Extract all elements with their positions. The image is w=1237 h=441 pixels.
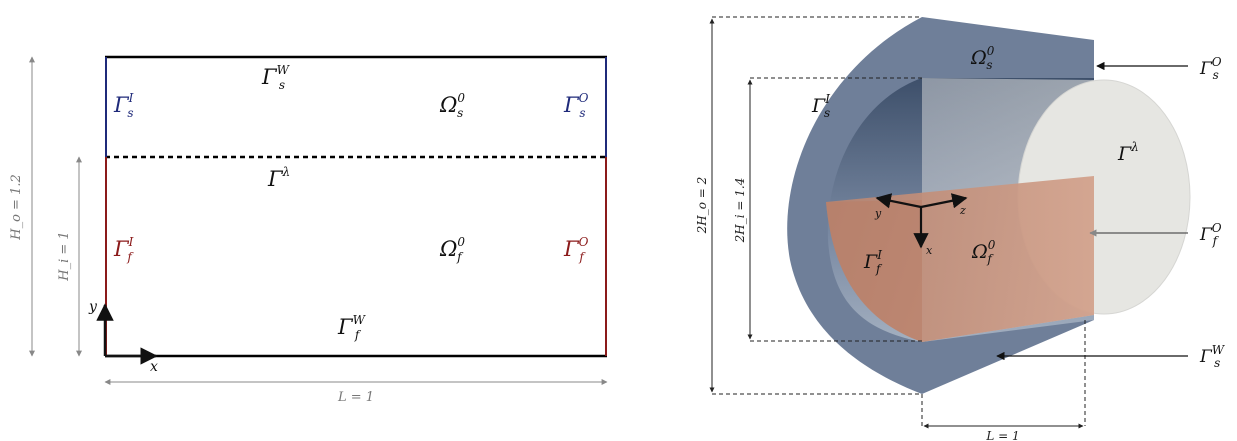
- l-dimension-label: L = 1: [337, 390, 374, 405]
- z-axis-3d-arrow: [920, 193, 968, 209]
- x-axis-label: x: [150, 359, 158, 375]
- ho-dimension-label: H_o = 1.2: [9, 174, 24, 241]
- y-axis-label: y: [88, 299, 98, 315]
- hi-dimension-label: H_i = 1: [57, 231, 72, 281]
- two-ho-dimension-label: 2H_o = 2: [695, 177, 709, 235]
- x-axis-3d-label: x: [926, 244, 933, 257]
- gamma-lambda-label-3d: Γλ: [1117, 140, 1139, 165]
- y-axis-3d-arrow: [875, 193, 922, 209]
- y-axis-3d-label: y: [874, 207, 882, 220]
- z-axis-3d-label: z: [959, 204, 966, 217]
- two-hi-dimension-label: 2H_i = 1.4: [733, 178, 747, 244]
- l3d-dimension-label: L = 1: [985, 429, 1019, 441]
- fluid-core-face: [826, 200, 922, 342]
- gamma-lambda-label-2d: Γλ: [267, 165, 290, 191]
